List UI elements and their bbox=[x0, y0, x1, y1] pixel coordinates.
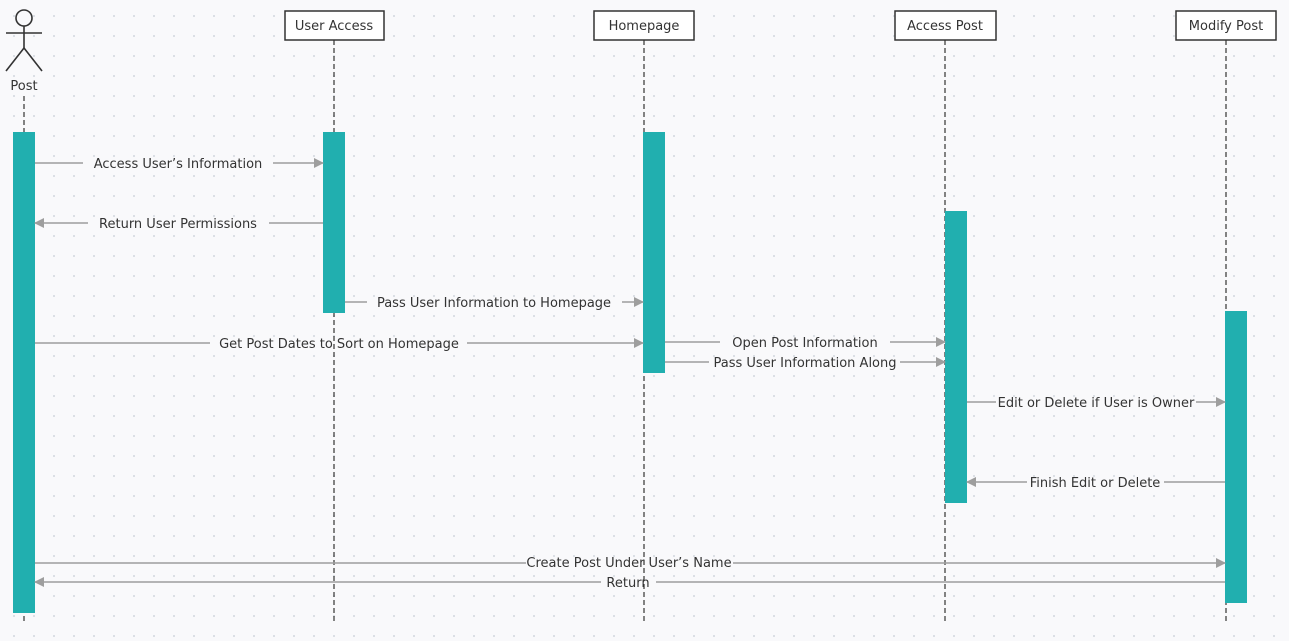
message-label: Get Post Dates to Sort on Homepage bbox=[219, 337, 459, 352]
activation-post bbox=[13, 132, 35, 613]
activation-homepage bbox=[643, 132, 665, 373]
actor-icon bbox=[5, 9, 43, 72]
participant-homepage: Homepage bbox=[593, 10, 695, 41]
message-label: Return User Permissions bbox=[99, 217, 257, 232]
activation-modify-post bbox=[1225, 311, 1247, 603]
activation-access-post bbox=[945, 211, 967, 503]
participant-label: User Access bbox=[295, 19, 373, 34]
message-label: Edit or Delete if User is Owner bbox=[998, 396, 1195, 411]
message-label: Create Post Under User’s Name bbox=[526, 556, 731, 571]
participant-label: Access Post bbox=[907, 19, 983, 34]
message-label: Finish Edit or Delete bbox=[1030, 476, 1161, 491]
participant-label: Modify Post bbox=[1189, 19, 1263, 34]
participant-access-post: Access Post bbox=[894, 10, 997, 41]
participant-label: Homepage bbox=[609, 19, 680, 34]
activation-user-access bbox=[323, 132, 345, 313]
participant-modify-post: Modify Post bbox=[1175, 10, 1277, 41]
message-label: Pass User Information to Homepage bbox=[377, 296, 611, 311]
participant-user-access: User Access bbox=[284, 10, 385, 41]
message-label: Open Post Information bbox=[732, 336, 877, 351]
message-label: Pass User Information Along bbox=[714, 356, 897, 371]
message-label: Access User’s Information bbox=[94, 157, 263, 172]
actor-label: Post bbox=[10, 79, 37, 94]
message-label: Return bbox=[606, 576, 649, 591]
